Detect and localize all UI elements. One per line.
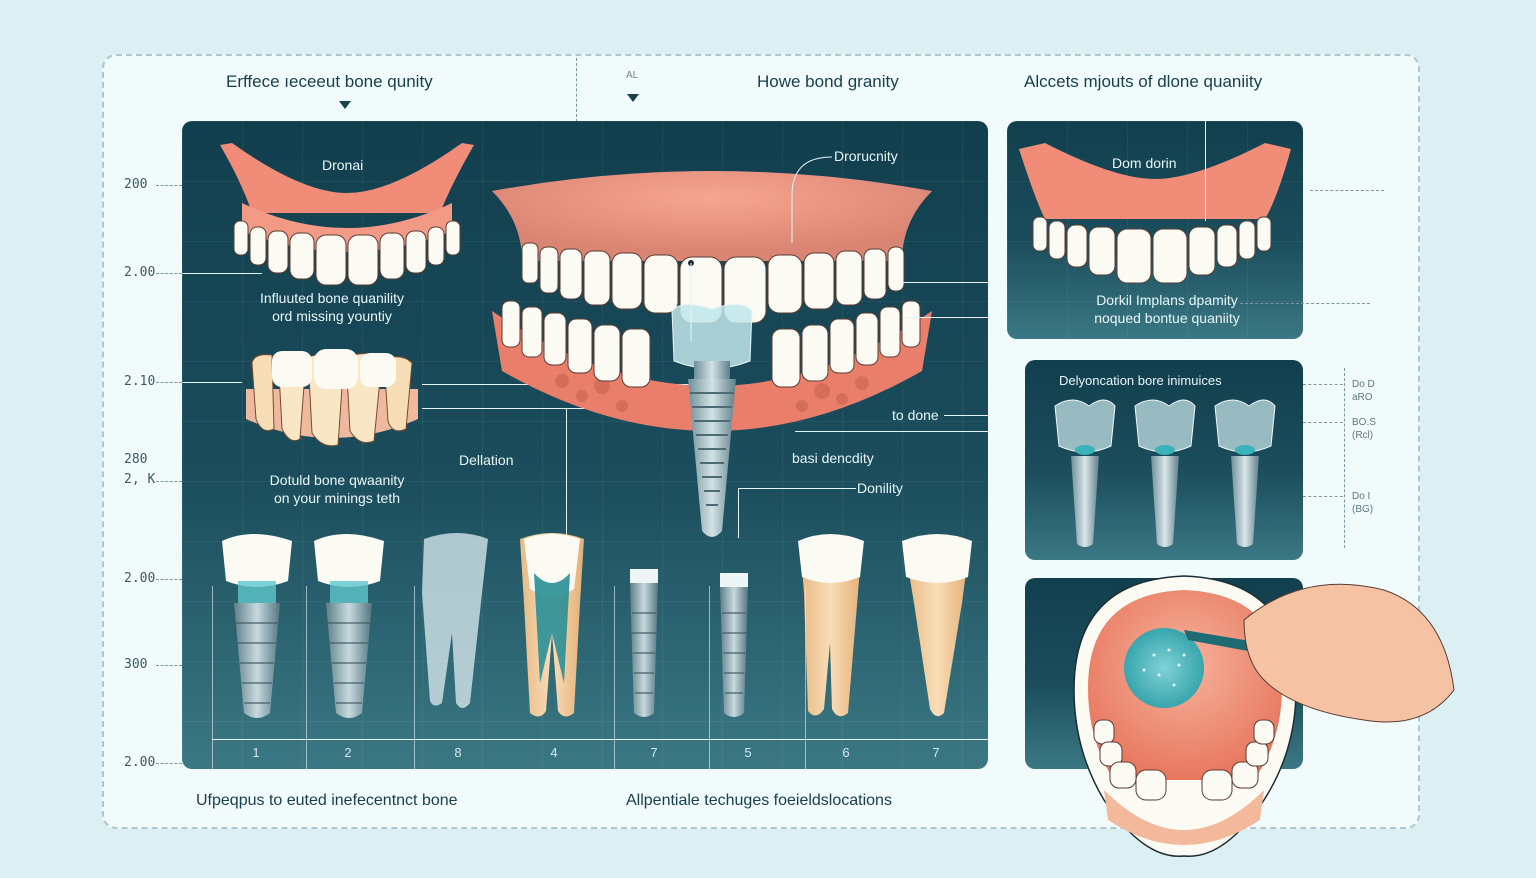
- guide-line: [1303, 422, 1343, 423]
- leader-line: [1205, 121, 1206, 221]
- leader-line: [902, 282, 988, 283]
- caption-detailed-bone: Dotuld bone qwaanity on your minings tet…: [222, 471, 452, 507]
- implant-comparison-title: Delyoncation bore inimuices: [1059, 373, 1222, 388]
- upper-dental-arch-illustration: [1019, 143, 1291, 284]
- side-note: Do I (BG): [1352, 490, 1373, 516]
- side-note-line: (BG): [1352, 504, 1374, 515]
- guide-line: [576, 58, 577, 178]
- axis-tick: 2, K: [124, 472, 156, 487]
- panel-gutter: [988, 121, 1008, 361]
- callout-curve: [791, 156, 833, 243]
- tick-line: [156, 579, 182, 580]
- axis-tick: 2.00: [124, 265, 156, 280]
- side-note: Do D aRO: [1352, 378, 1375, 404]
- leader-line: [566, 408, 567, 538]
- leader-line: [182, 273, 262, 274]
- slot-number: 7: [932, 745, 940, 760]
- palate-probe-illustration: [1073, 575, 1455, 857]
- slot-number: 4: [550, 745, 558, 760]
- caption-line: ord missing yountiy: [272, 308, 392, 324]
- slot-divider: [212, 586, 213, 769]
- leader-line: [738, 488, 739, 538]
- lower-teeth-segment-illustration: [246, 349, 418, 447]
- small-marker-label: AL: [626, 70, 639, 81]
- baseline: [212, 739, 988, 740]
- footer-left-caption: Ufpeqpus to euted inefecentnct bone: [196, 792, 458, 809]
- tick-line: [156, 185, 182, 186]
- guide-line: [1303, 384, 1343, 385]
- leader-line: [422, 408, 662, 409]
- arch-label-drorucnity: Drorucnity: [834, 148, 898, 164]
- caption-dental-implants: Dorkil Implans dpamity noqued bontue qua…: [1047, 291, 1287, 327]
- tick-line: [156, 382, 182, 383]
- caption-influenced-bone: Influuted bone quanility ord missing you…: [222, 289, 442, 325]
- caption-line: on your minings teth: [273, 490, 401, 506]
- tick-line: [156, 665, 182, 666]
- slot-divider: [614, 586, 615, 769]
- label-bone-density: basi dencdity: [792, 450, 874, 466]
- main-diagram-panel: Dronai Influuted bone quanility ord miss…: [182, 121, 988, 769]
- slot-divider: [414, 586, 415, 769]
- tick-line: [156, 763, 182, 764]
- right-top-panel: Dom dorin Dorkil Implans dpamity noqued …: [1007, 121, 1303, 339]
- slot-number: 2: [344, 745, 352, 760]
- center-label-dellation: Dellation: [459, 452, 514, 468]
- marker-triangle-icon: [339, 101, 351, 109]
- label-to-done: to done: [892, 407, 939, 423]
- marker-triangle-icon: [627, 94, 639, 102]
- leader-line: [906, 317, 988, 318]
- side-note-line: Do I: [1352, 491, 1371, 502]
- right-mid-panel: Delyoncation bore inimuices: [1025, 360, 1303, 560]
- caption-line: Dotuld bone qwaanity: [269, 472, 405, 488]
- axis-tick: 200: [124, 177, 148, 192]
- axis-tick: 280: [124, 452, 148, 467]
- guide-line: [1303, 496, 1343, 497]
- upper-dental-arch-illustration: [220, 143, 474, 286]
- axis-tick: 2.10: [124, 374, 156, 389]
- leader-line: [944, 415, 988, 416]
- central-arch-with-implant-illustration: [492, 171, 932, 537]
- leader-line: [795, 431, 988, 432]
- axis-tick: 300: [124, 657, 148, 672]
- label-density: Donility: [857, 480, 903, 496]
- caption-line: Dorkil Implans dpamity: [1096, 292, 1238, 308]
- caption-line: noqued bontue quaniity: [1094, 310, 1240, 326]
- heading-center: Howe bond granity: [757, 72, 899, 91]
- heading-left: Erffece ıeceeut bone qunity: [226, 72, 433, 91]
- slot-number: 6: [842, 745, 850, 760]
- slot-divider: [805, 586, 806, 769]
- axis-tick: 2.00: [124, 755, 156, 770]
- leader-line: [182, 382, 242, 383]
- slot-number: 5: [744, 745, 752, 760]
- upper-arch-label: Dronai: [322, 157, 364, 173]
- guide-line: [1344, 368, 1345, 548]
- three-implants-illustration: [1054, 399, 1276, 547]
- side-note-line: aRO: [1352, 392, 1373, 403]
- arch-label-dom-dorin: Dom dorin: [1112, 155, 1177, 171]
- side-note-line: BO.S: [1352, 417, 1376, 428]
- slot-divider: [306, 586, 307, 769]
- leader-line: [738, 488, 856, 489]
- tick-line: [156, 481, 182, 482]
- heading-right: Alccets mjouts of dlone quaniity: [1024, 72, 1263, 91]
- axis-tick: 2.00: [124, 571, 156, 586]
- side-note: BO.S (Rcl): [1352, 416, 1376, 442]
- side-note-line: Do D: [1352, 379, 1375, 390]
- guide-line: [1240, 303, 1370, 304]
- side-note-line: (Rcl): [1352, 430, 1374, 441]
- slot-number: 1: [252, 745, 260, 760]
- tooth-implant-comparison-row: [222, 533, 972, 718]
- footer-right-caption: Allpentiale techuges foeieldslocations: [626, 792, 892, 809]
- guide-line: [1310, 190, 1384, 191]
- slot-number: 7: [650, 745, 658, 760]
- slot-divider: [709, 586, 710, 769]
- slot-number: 8: [454, 745, 462, 760]
- caption-line: Influuted bone quanility: [260, 290, 404, 306]
- tick-line: [156, 273, 182, 274]
